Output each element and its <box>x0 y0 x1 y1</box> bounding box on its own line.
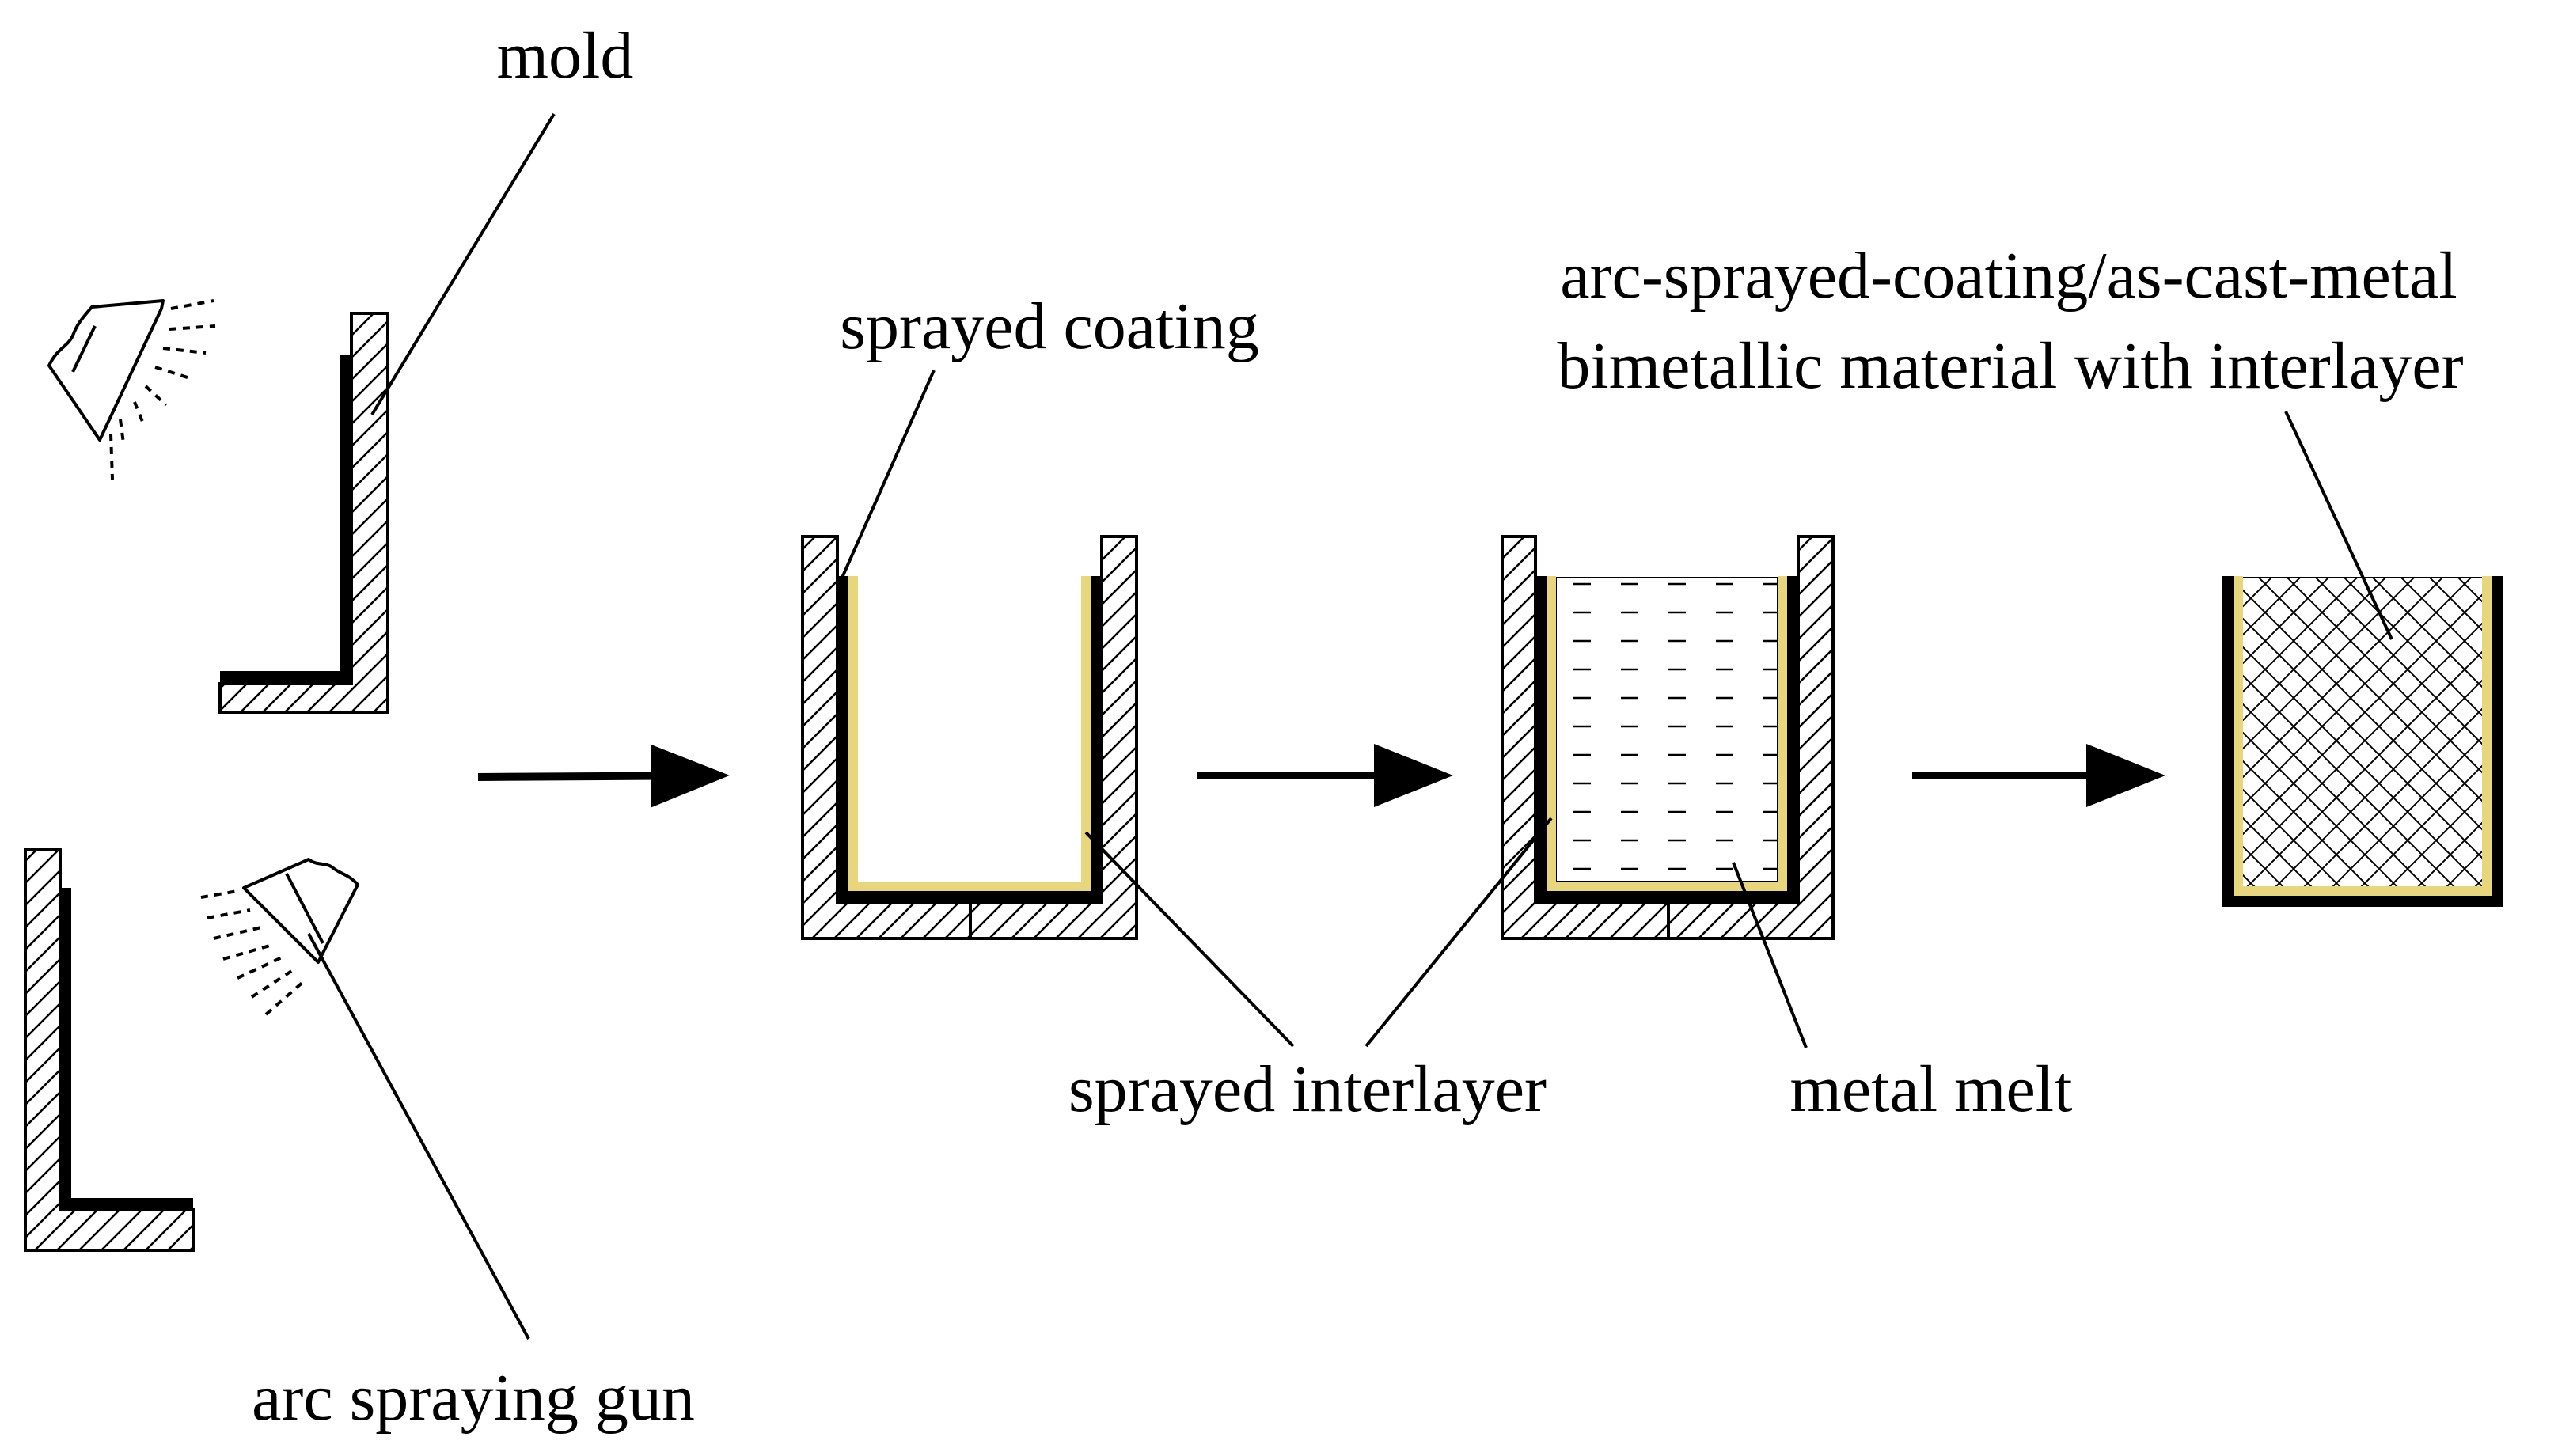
leader-interlayer-1 <box>1084 831 1295 1048</box>
upper-mold-stage <box>47 299 389 714</box>
leader-product <box>2284 411 2393 640</box>
u3-coating-right <box>1787 576 1798 902</box>
product-interlayer-bottom <box>2234 886 2492 896</box>
u2-coating-right <box>1091 576 1102 902</box>
u3-coating-left <box>1535 576 1547 902</box>
u3-interlayer-left <box>1547 576 1556 891</box>
product-coating-left <box>2222 576 2234 907</box>
u3-interlayer-right <box>1778 576 1787 891</box>
upper-mold-coating <box>340 355 351 685</box>
u3-interlayer-bottom <box>1547 882 1787 891</box>
leader-lines <box>307 112 2393 1340</box>
u3-coating-bottom <box>1535 891 1798 902</box>
upper-arc-spraying-gun-icon <box>47 299 216 480</box>
u2-interlayer-bottom <box>848 882 1091 891</box>
label-arc-spraying-gun: arc spraying gun <box>252 1361 695 1435</box>
leader-arc-spraying-gun <box>307 933 530 1340</box>
lower-mold-coating <box>60 888 71 1209</box>
product-cast-metal <box>2241 577 2484 889</box>
product-coating-bottom <box>2222 896 2503 907</box>
upper-mold-coating-bottom <box>220 671 351 684</box>
label-metal-melt: metal melt <box>1790 1052 2073 1126</box>
leader-interlayer-2 <box>1364 817 1553 1048</box>
label-product-line-1: arc-sprayed-coating/as-cast-metal <box>1560 239 2457 313</box>
product-interlayer-left <box>2234 576 2243 896</box>
label-product-line-2: bimetallic material with interlayer <box>1557 329 2463 403</box>
product-coating-right <box>2492 576 2503 907</box>
label-mold: mold <box>497 19 634 93</box>
u2-coating-left <box>837 576 848 902</box>
leader-sprayed-coating <box>841 370 936 578</box>
label-sprayed-interlayer: sprayed interlayer <box>1068 1052 1547 1126</box>
lower-arc-spraying-gun-icon <box>200 858 359 1016</box>
metal-melt-fill <box>1555 577 1778 882</box>
u2-coating-bottom <box>837 891 1102 902</box>
u2-interlayer-right <box>1081 576 1091 891</box>
melt-pouring-stage <box>1501 535 1835 940</box>
label-sprayed-coating: sprayed coating <box>840 290 1258 363</box>
product-interlayer-right <box>2482 576 2492 896</box>
coated-mold-stage <box>801 535 1138 940</box>
labels: mold arc spraying gun sprayed coating sp… <box>252 19 2464 1435</box>
bimetallic-product-stage <box>2222 576 2503 907</box>
leader-metal-melt <box>1732 862 1808 1048</box>
leader-mold <box>370 112 556 416</box>
lower-l-mold <box>24 848 195 1252</box>
upper-l-mold <box>218 312 389 714</box>
process-arrows <box>477 744 2165 808</box>
u2-interlayer-left <box>848 576 858 891</box>
lower-mold-coating-bottom <box>60 1198 193 1211</box>
lower-mold-stage <box>24 848 359 1252</box>
process-arrow-icon-1 <box>477 744 730 808</box>
